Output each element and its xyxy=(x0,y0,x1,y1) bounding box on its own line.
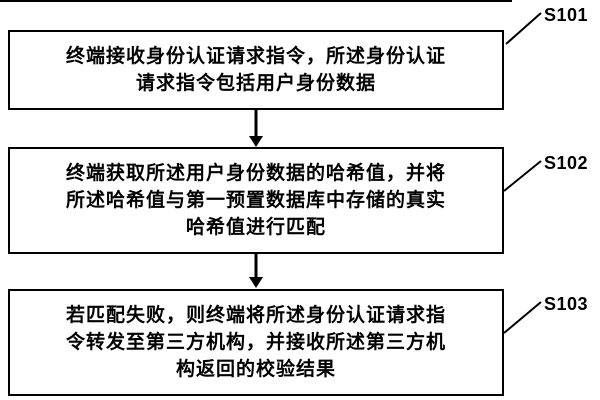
step-box-s102: 终端获取所述用户身份数据的哈希值，并将 所述哈希值与第一预置数据库中存储的真实 … xyxy=(8,147,504,254)
step-text-line: 请求指令包括用户身份数据 xyxy=(135,73,376,94)
step-text-line: 哈希值进行匹配 xyxy=(185,217,326,238)
step-text-line: 终端获取所述用户身份数据的哈希值，并将 xyxy=(65,163,446,184)
step-box-s101: 终端接收身份认证请求指令，所述身份认证 请求指令包括用户身份数据 xyxy=(8,30,504,110)
step-text-line: 构返回的校验结果 xyxy=(175,359,336,380)
leader-line-s102 xyxy=(503,160,542,192)
top-border-rule xyxy=(0,0,512,2)
leader-line-s103 xyxy=(503,301,542,334)
down-arrow-2 xyxy=(249,252,263,288)
step-label-s101: S101 xyxy=(544,5,589,25)
step-text-line: 终端接收身份认证请求指令，所述身份认证 xyxy=(65,46,446,67)
step-box-s103: 若匹配失败，则终端将所述身份认证请求指 令转发至第三方机构，并接收所述第三方机 … xyxy=(8,289,504,396)
step-text-line: 令转发至第三方机构，并接收所述第三方机 xyxy=(65,332,446,353)
step-text-line: 所述哈希值与第一预置数据库中存储的真实 xyxy=(65,190,446,211)
leader-line-s101 xyxy=(505,12,542,45)
down-arrow-1 xyxy=(249,108,263,147)
step-text-line: 若匹配失败，则终端将所述身份认证请求指 xyxy=(65,305,446,326)
step-label-s103: S103 xyxy=(544,294,589,314)
step-label-s102: S102 xyxy=(544,153,589,173)
